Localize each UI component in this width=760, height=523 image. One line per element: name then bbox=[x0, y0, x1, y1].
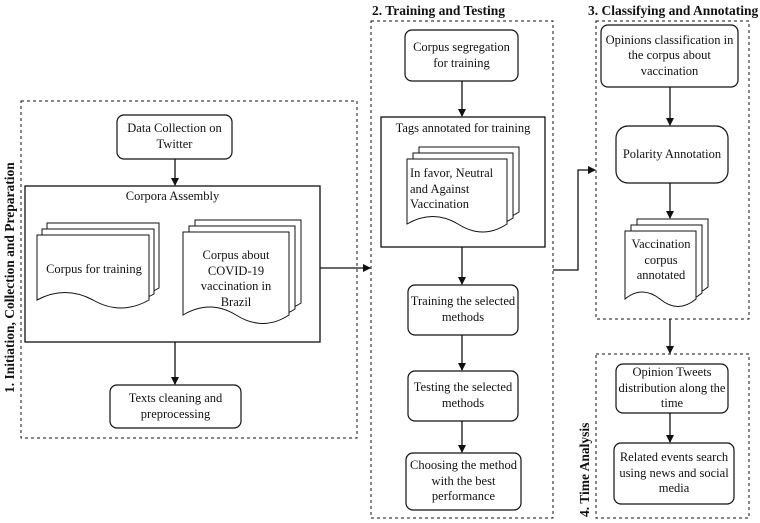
training-box bbox=[407, 284, 519, 336]
distribution-box bbox=[615, 363, 729, 414]
vaccination-corpus-doc-stack bbox=[624, 218, 709, 307]
testing-box bbox=[407, 370, 519, 422]
opinions-classification-label: Opinions classification in the corpus ab… bbox=[605, 32, 734, 78]
tags-doc-stack bbox=[406, 146, 520, 233]
data-collection-label: Data Collection on Twitter bbox=[127, 121, 222, 151]
section-4-frame bbox=[595, 353, 750, 519]
section-2-title: 2. Training and Testing bbox=[372, 3, 506, 18]
testing-label: Testing the selected methods bbox=[413, 380, 513, 410]
section-2-frame bbox=[370, 20, 554, 519]
polarity-annotation-label: Polarity Annotation bbox=[622, 146, 722, 161]
related-events-box bbox=[613, 442, 735, 505]
corpora-assembly-label: Corpora Assembly bbox=[125, 189, 220, 204]
related-events-label: Related events search using news and soc… bbox=[619, 450, 729, 496]
distribution-label: Opinion Tweets distribution along the ti… bbox=[618, 365, 726, 411]
section-1-title: 1. Initiation, Collection and Preparatio… bbox=[2, 162, 17, 393]
tags-annotated-label: Tags annotated for training bbox=[395, 121, 531, 136]
corpus-covid-doc-stack bbox=[182, 219, 302, 324]
choosing-box bbox=[405, 452, 522, 511]
polarity-annotation-box bbox=[615, 125, 729, 184]
corpus-training-label: Corpus for training bbox=[46, 262, 142, 276]
section-4-title: 4. Time Analysis bbox=[577, 422, 592, 517]
section-3-title: 3. Classifying and Annotating bbox=[588, 3, 759, 18]
choosing-label: Choosing the method with the best perfor… bbox=[410, 458, 517, 504]
tags-doc-label: In favor, Neutral and Against Vaccinatio… bbox=[410, 166, 494, 212]
arrow-s2-to-s3 bbox=[553, 166, 596, 271]
section-1-frame bbox=[20, 100, 358, 439]
corpus-segregation-label: Corpus segregation for training bbox=[413, 39, 510, 70]
corpus-covid-label: Corpus about COVID-19 vaccination in Bra… bbox=[200, 248, 272, 309]
training-label: Training the selected methods bbox=[410, 294, 516, 324]
vaccination-corpus-label: Vaccination corpus annotated bbox=[631, 237, 691, 283]
texts-cleaning-label: Texts cleaning and preprocessing bbox=[128, 390, 223, 421]
corpus-training-doc-stack bbox=[36, 222, 160, 309]
section-3-frame bbox=[595, 20, 750, 320]
texts-cleaning-box bbox=[109, 384, 242, 429]
